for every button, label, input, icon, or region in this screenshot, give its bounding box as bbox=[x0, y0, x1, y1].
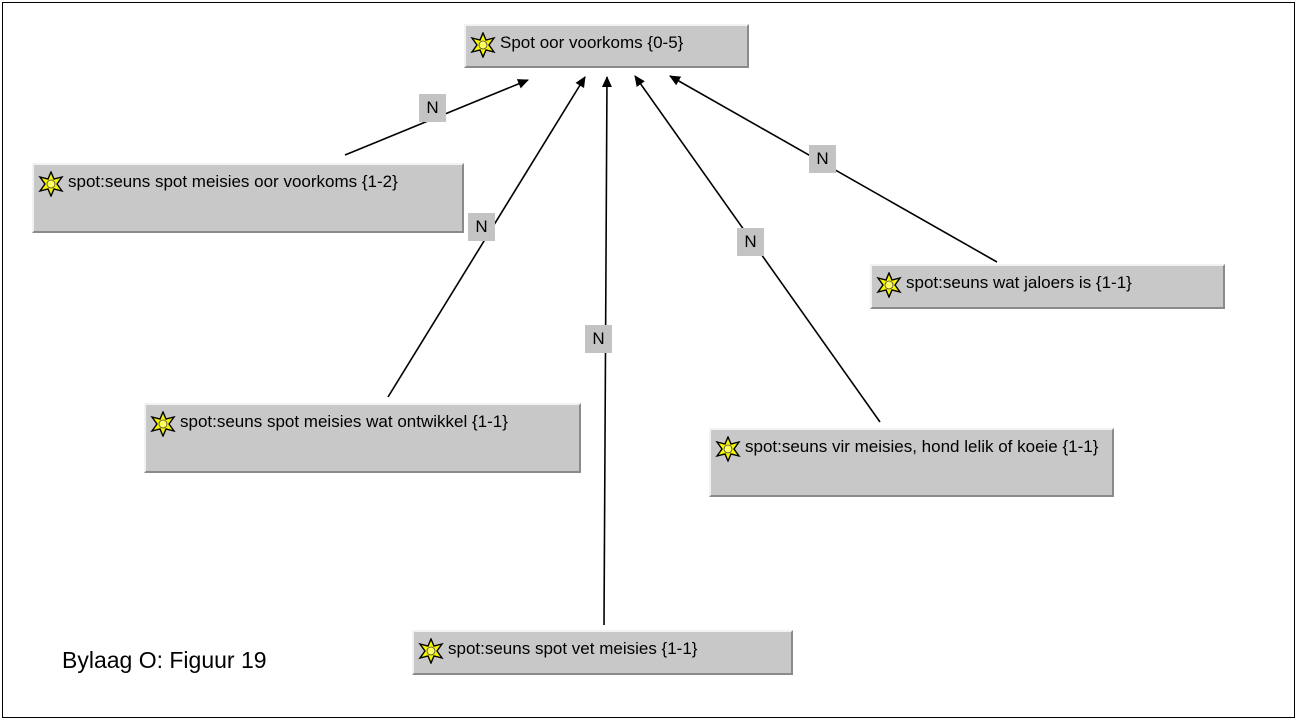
edge-label-c2: N bbox=[468, 213, 495, 241]
edge-label-c5: N bbox=[809, 145, 836, 173]
figure-caption: Bylaag O: Figuur 19 bbox=[62, 647, 267, 673]
edge-label-c3: N bbox=[585, 325, 612, 353]
child-node-c3[interactable]: spot:seuns spot vet meisies {1-1} bbox=[412, 630, 793, 675]
child-node-label: spot:seuns vir meisies, hond lelik of ko… bbox=[745, 437, 1099, 456]
root-node[interactable]: Spot oor voorkoms {0-5} bbox=[464, 24, 749, 68]
child-node-c4[interactable]: spot:seuns vir meisies, hond lelik of ko… bbox=[709, 428, 1114, 497]
root-node-label: Spot oor voorkoms {0-5} bbox=[500, 33, 684, 52]
child-node-label: spot:seuns spot vet meisies {1-1} bbox=[448, 639, 698, 658]
edge-label-c1: N bbox=[419, 94, 446, 122]
child-node-c2[interactable]: spot:seuns spot meisies wat ontwikkel {1… bbox=[144, 403, 581, 473]
code-star-icon bbox=[150, 411, 176, 437]
edge-label-c4: N bbox=[737, 228, 764, 256]
code-star-icon bbox=[876, 272, 902, 298]
code-star-icon bbox=[715, 436, 741, 462]
child-node-label: spot:seuns spot meisies wat ontwikkel {1… bbox=[180, 412, 508, 431]
child-node-c5[interactable]: spot:seuns wat jaloers is {1-1} bbox=[870, 264, 1225, 309]
code-star-icon bbox=[418, 638, 444, 664]
code-star-icon bbox=[470, 32, 496, 58]
child-node-label: spot:seuns wat jaloers is {1-1} bbox=[906, 273, 1132, 292]
child-node-label: spot:seuns spot meisies oor voorkoms {1-… bbox=[68, 172, 398, 191]
code-star-icon bbox=[38, 171, 64, 197]
child-node-c1[interactable]: spot:seuns spot meisies oor voorkoms {1-… bbox=[32, 163, 464, 233]
